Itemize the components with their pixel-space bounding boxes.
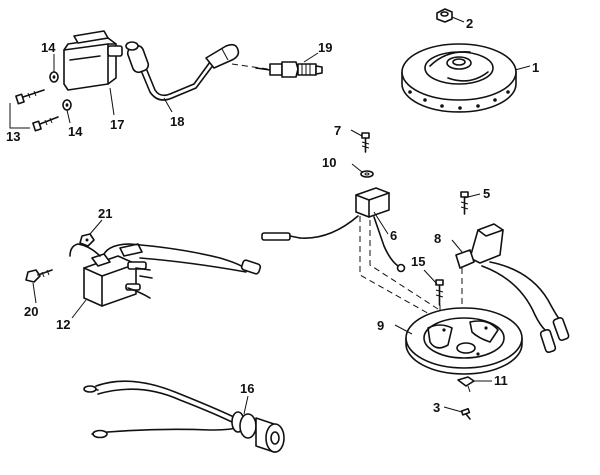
callout-19: 19 — [318, 40, 332, 55]
callout-labels: 1 2 3 5 6 7 8 9 10 11 12 13 14 14 15 16 … — [6, 16, 539, 415]
charge-coil-6 — [261, 187, 406, 273]
callout-14b: 14 — [68, 124, 83, 139]
callout-10: 10 — [322, 155, 336, 170]
coil-8 — [455, 223, 570, 354]
screw-7 — [361, 132, 370, 153]
screw-5 — [460, 191, 469, 215]
callout-20: 20 — [24, 304, 38, 319]
flywheel-nut — [436, 8, 453, 23]
leader-lines — [32, 16, 531, 415]
callout-18: 18 — [170, 114, 184, 129]
ignition-coil-17 — [63, 30, 123, 91]
spark-plug-19 — [255, 61, 323, 78]
callout-21: 21 — [98, 206, 112, 221]
clip-11 — [457, 376, 475, 393]
screw-13b — [32, 116, 59, 132]
screw-3 — [460, 407, 471, 420]
armature-plate-9 — [405, 307, 523, 375]
callout-11: 11 — [494, 373, 508, 388]
callout-2: 2 — [466, 16, 473, 31]
callout-6: 6 — [390, 228, 397, 243]
callout-15: 15 — [411, 254, 425, 269]
callout-8: 8 — [434, 231, 441, 246]
stop-switch-16 — [83, 380, 285, 453]
power-pack-12 — [69, 243, 262, 307]
callout-12: 12 — [56, 317, 70, 332]
alignment-line-plug — [231, 63, 269, 70]
callout-3: 3 — [433, 400, 440, 415]
callout-7: 7 — [334, 123, 341, 138]
washer-10 — [360, 170, 374, 178]
callout-16: 16 — [240, 381, 254, 396]
callout-5: 5 — [483, 186, 490, 201]
ignition-lead-18 — [125, 41, 240, 101]
washer-14b — [62, 99, 72, 111]
screw-20 — [25, 269, 53, 283]
callout-17: 17 — [110, 117, 124, 132]
washer-14a — [49, 71, 59, 83]
bracket-13 — [9, 103, 30, 129]
flywheel — [401, 43, 517, 113]
callout-9: 9 — [377, 318, 384, 333]
callout-1: 1 — [532, 60, 539, 75]
callout-13: 13 — [6, 129, 20, 144]
nut-21 — [79, 233, 95, 247]
screw-13a — [15, 89, 45, 105]
callout-14a: 14 — [41, 40, 56, 55]
